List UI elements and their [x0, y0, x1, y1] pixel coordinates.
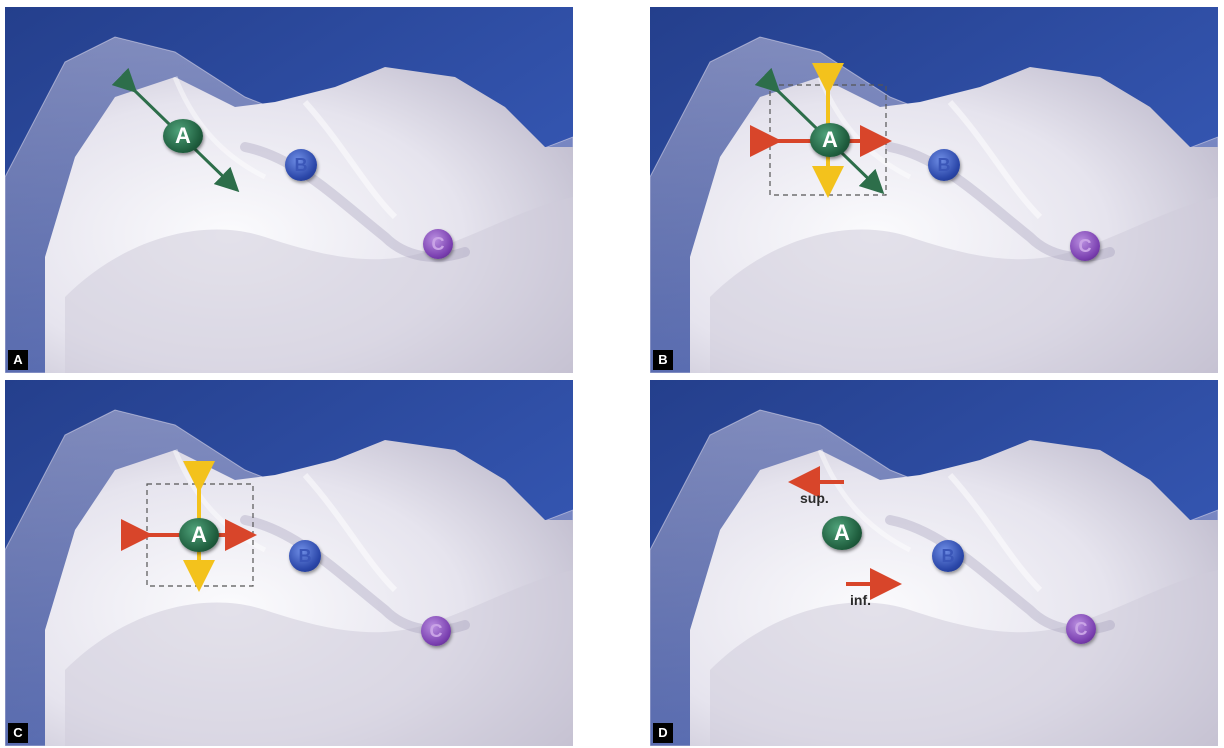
panel-d: sup. inf. A B C D [650, 380, 1218, 746]
panel-label: C [8, 723, 28, 743]
marker-c: C [423, 229, 453, 259]
marker-b: B [928, 149, 960, 181]
marker-a: A [179, 518, 219, 552]
marker-b: B [285, 149, 317, 181]
arrow-overlay [650, 7, 1218, 373]
marker-a: A [822, 516, 862, 550]
arrow-overlay [5, 7, 573, 373]
inf-label: inf. [850, 592, 871, 608]
panel-label: B [653, 350, 673, 370]
arrow-overlay [5, 380, 573, 746]
marker-a: A [810, 123, 850, 157]
panel-label: A [8, 350, 28, 370]
marker-c: C [421, 616, 451, 646]
marker-c: C [1066, 614, 1096, 644]
marker-b: B [932, 540, 964, 572]
panel-c: A B C C [5, 380, 573, 746]
marker-b: B [289, 540, 321, 572]
sup-label: sup. [800, 490, 829, 506]
panel-b: A B C B [650, 7, 1218, 373]
panel-a: A B C A [5, 7, 573, 373]
panel-label: D [653, 723, 673, 743]
marker-c: C [1070, 231, 1100, 261]
marker-a: A [163, 119, 203, 153]
